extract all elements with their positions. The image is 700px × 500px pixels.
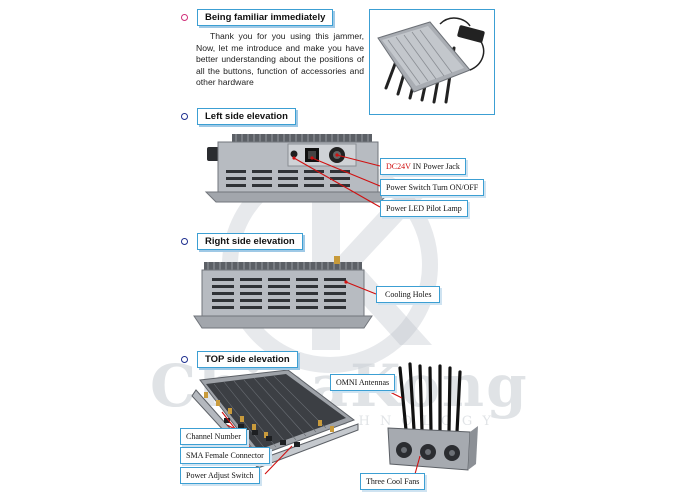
section-title: TOP side elevation [197,351,298,368]
callout-channel-number: Channel Number [180,428,247,445]
section-title: Left side elevation [197,108,296,125]
callout-sma-connector: SMA Female Connector [180,447,270,464]
callout-cool-fans: Three Cool Fans [360,473,426,490]
bullet-icon [181,113,188,120]
callout-voltage: DC24V [386,162,411,171]
bullet-icon [181,356,188,363]
callout-pilot-lamp: Power LED Pilot Lamp [380,200,468,217]
section-left-header: Left side elevation [181,108,296,125]
intro-paragraph: Thank you for you using this jammer, Now… [196,31,364,88]
callout-power-switch: Power Switch Turn ON/OFF [380,179,485,196]
callout-cooling-holes: Cooling Holes [376,286,441,303]
callout-power-jack: DC24V IN Power Jack [380,158,466,175]
callout-power-adjust: Power Adjust Switch [180,467,260,484]
section-top-header: TOP side elevation [181,351,298,368]
jammer-with-adapter-photo [369,9,495,115]
callout-omni-antennas: OMNI Antennas [330,374,396,391]
bullet-icon [181,238,188,245]
section-title: Being familiar immediately [197,9,334,26]
callout-power-jack-text: IN Power Jack [410,162,460,171]
jammer-product-image [377,17,485,104]
section-title: Right side elevation [197,233,303,250]
section-right-header: Right side elevation [181,233,303,250]
bullet-icon [181,14,188,21]
section-intro-header: Being familiar immediately [181,9,334,26]
